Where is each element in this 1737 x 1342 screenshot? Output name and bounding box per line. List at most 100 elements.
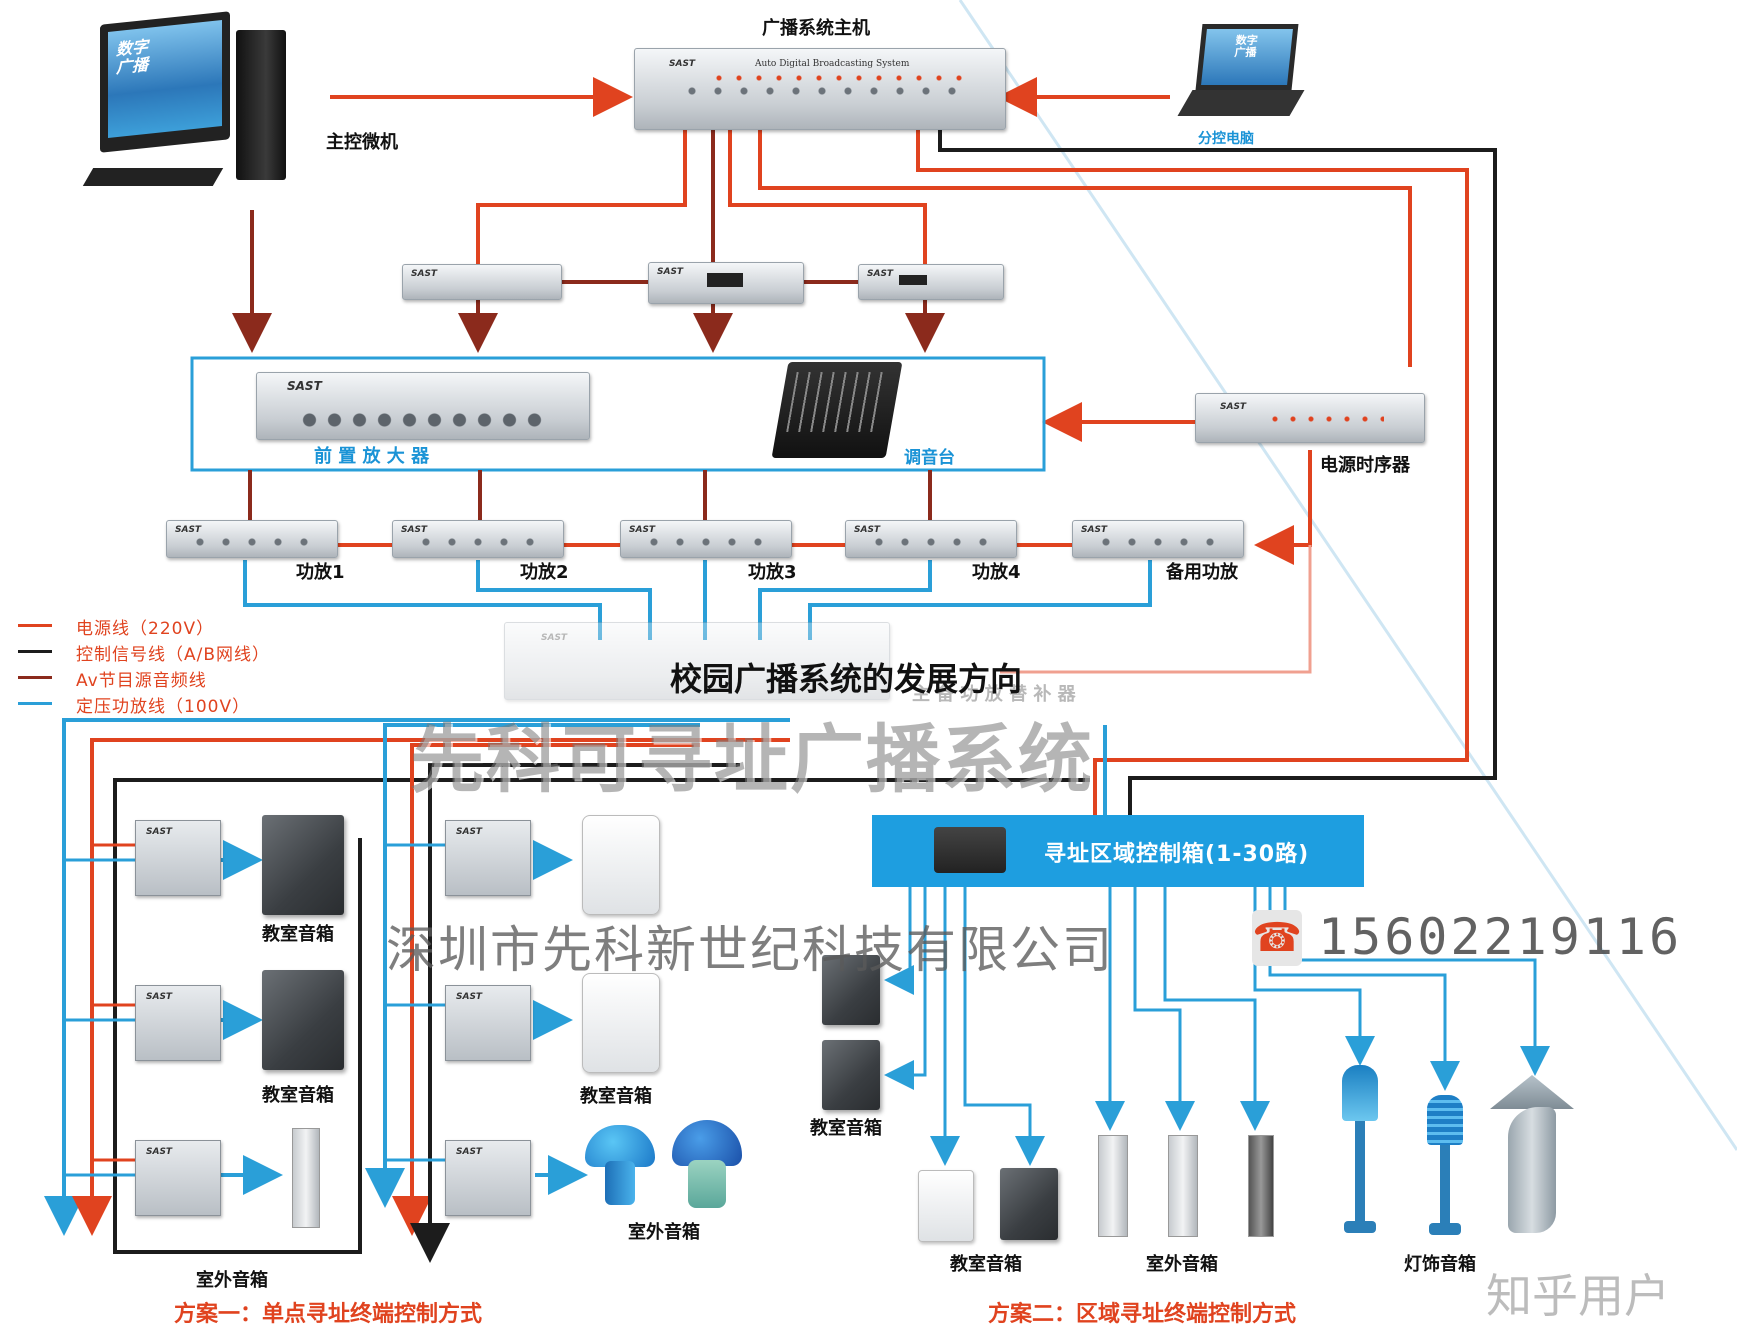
outdoor-speaker-1-label: 室外音箱 xyxy=(196,1270,268,1291)
classroom-speaker-3b xyxy=(822,1040,880,1110)
source2-brand: SAST xyxy=(657,267,684,277)
overlay-title: 校园广播系统的发展方向 xyxy=(670,660,1023,698)
classroom-speaker-2a xyxy=(582,815,660,915)
backup-label: 主 备 功 放 替 补 器 xyxy=(912,684,1076,705)
watermark-company: 深圳市先科新世纪科技有限公司 xyxy=(386,921,1114,979)
amp-spare: SAST xyxy=(1072,520,1244,558)
host-label: 广播系统主机 xyxy=(762,18,870,39)
host-panel-text: Auto Digital Broadcasting System xyxy=(755,59,910,69)
preamp-knobs xyxy=(296,412,550,427)
legend-power: 电源线（220V） xyxy=(76,619,215,639)
broadcast-host: SAST Auto Digital Broadcasting System xyxy=(634,48,1006,130)
amp4-brand: SAST xyxy=(854,525,881,535)
source-device-1: SAST xyxy=(402,264,562,300)
amp2-knobs xyxy=(413,538,543,547)
line-host-timer xyxy=(758,130,1412,367)
zone-control-label: 寻址区域控制箱(1-30路) xyxy=(1044,842,1310,867)
lamp-speaker-1 xyxy=(1338,1065,1382,1235)
stone-lamp-body xyxy=(1508,1107,1556,1233)
phone-icon: ☎ xyxy=(1252,910,1302,966)
terminal-1a-brand: SAST xyxy=(146,827,173,837)
preamp-group-frame xyxy=(190,356,1046,472)
legend-line-power xyxy=(18,624,52,627)
legend: 电源线（220V） 控制信号线（A/B网线） Av节目源音频线 定压功放线（10… xyxy=(18,614,318,717)
lamp-1-pole xyxy=(1355,1121,1365,1225)
mushroom-1-cap xyxy=(585,1125,655,1167)
outdoor-column-speaker-1 xyxy=(292,1128,320,1228)
decor-diagonal xyxy=(958,0,1737,1151)
amp-4: SAST xyxy=(845,520,1017,558)
lamp-1-base xyxy=(1344,1221,1376,1233)
outdoor-speaker-3-label: 室外音箱 xyxy=(1146,1254,1218,1275)
stone-lamp-roof xyxy=(1490,1075,1574,1109)
laptop-screen-text: 数字广播 xyxy=(1233,34,1259,59)
pc-screen: 数字广播 xyxy=(108,20,222,138)
terminal-2c-brand: SAST xyxy=(456,1147,483,1157)
terminal-2c: SAST xyxy=(445,1140,531,1216)
stone-lamp-speaker xyxy=(1490,1075,1574,1235)
classroom-speaker-2b xyxy=(582,973,660,1073)
scheme-one-title: 方案一：单点寻址终端控制方式 xyxy=(174,1302,483,1327)
terminal-2b-brand: SAST xyxy=(456,992,483,1002)
terminal-1c: SAST xyxy=(135,1140,221,1216)
laptop-base xyxy=(1177,90,1305,116)
zone-control-box: 寻址区域控制箱(1-30路) xyxy=(872,815,1364,887)
terminal-1a: SAST xyxy=(135,820,221,896)
classroom-speaker-4b xyxy=(1000,1168,1058,1240)
mushroom-speaker-1 xyxy=(585,1125,655,1207)
terminal-2a-brand: SAST xyxy=(456,827,483,837)
pc-monitor: 数字广播 xyxy=(100,11,230,153)
classroom-speaker-1b-label: 教室音箱 xyxy=(262,1085,334,1106)
source1-brand: SAST xyxy=(411,269,438,279)
lamp-2-base xyxy=(1429,1223,1461,1235)
timer-label: 电源时序器 xyxy=(1320,455,1410,476)
legend-audio: Av节目源音频线 xyxy=(76,671,207,691)
source3-brand: SAST xyxy=(867,269,894,279)
terminal-2b: SAST xyxy=(445,985,531,1061)
terminal-1b: SAST xyxy=(135,985,221,1061)
amp-3: SAST xyxy=(620,520,792,558)
preamp-label: 前 置 放 大 器 xyxy=(314,446,430,467)
outdoor-speaker-2-label: 室外音箱 xyxy=(628,1222,700,1243)
preamp-brand: SAST xyxy=(287,379,322,393)
watermark-product: 先科可寻址广播系统 xyxy=(410,717,1094,803)
line-host-control xyxy=(938,130,1497,815)
amp2-brand: SAST xyxy=(401,525,428,535)
mushroom-speaker-2 xyxy=(672,1120,742,1210)
legend-line-audio xyxy=(18,676,52,679)
backup-switcher: SAST xyxy=(504,622,890,700)
source3-display xyxy=(899,275,927,285)
main-pc: 数字广播 xyxy=(82,11,288,198)
laptop-display: 数字广播 xyxy=(1201,29,1293,85)
zhihu-user-watermark: 知乎用户 xyxy=(1486,1269,1670,1323)
classroom-speaker-1b xyxy=(262,970,344,1070)
timer-indicators xyxy=(1266,416,1384,422)
sub-pc-laptop: 数字广播 xyxy=(1177,24,1305,120)
amp1-brand: SAST xyxy=(175,525,202,535)
amp4-knobs xyxy=(866,538,996,547)
amp3-label: 功放3 xyxy=(748,562,797,583)
amp4-label: 功放4 xyxy=(972,562,1021,583)
mixer-faders xyxy=(786,372,891,432)
watermark-phone: 15602219116 xyxy=(1318,908,1683,966)
legend-line-control xyxy=(18,650,52,653)
legend-speaker: 定压功放线（100V） xyxy=(76,697,251,717)
column-speaker-c xyxy=(1248,1135,1274,1237)
classroom-speaker-1a-label: 教室音箱 xyxy=(262,924,334,945)
lamp-2-pole xyxy=(1440,1145,1450,1225)
mushroom-2-stem xyxy=(688,1160,726,1208)
mushroom-1-stem xyxy=(605,1161,635,1205)
pc-screen-text: 数字广播 xyxy=(116,36,149,78)
amp-1: SAST xyxy=(166,520,338,558)
amp-spare-brand: SAST xyxy=(1081,525,1108,535)
scheme-two-title: 方案二：区域寻址终端控制方式 xyxy=(988,1302,1297,1327)
power-timer: SAST xyxy=(1195,393,1425,443)
zone-control-device xyxy=(934,827,1006,873)
amp2-label: 功放2 xyxy=(520,562,569,583)
line-timer-spare xyxy=(1254,450,1312,565)
timer-brand: SAST xyxy=(1220,402,1247,412)
pc-keyboard xyxy=(82,168,224,186)
main-pc-label: 主控微机 xyxy=(326,132,398,153)
